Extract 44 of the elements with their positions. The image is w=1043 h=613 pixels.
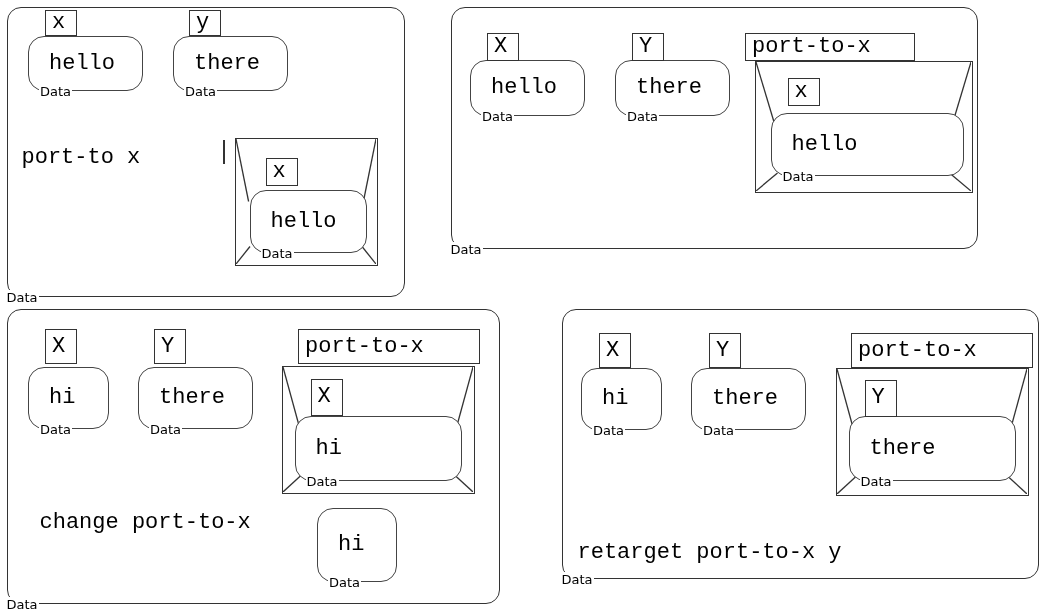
variable-tag: x (265, 157, 298, 186)
type-label: Data (560, 571, 594, 587)
type-label: Data (39, 422, 73, 437)
type-label: Data (592, 423, 626, 438)
variable-tag: port-to-x (851, 333, 1033, 368)
value-text: hello (49, 51, 115, 76)
type-label: Data (449, 241, 483, 257)
value-text: hello (791, 131, 858, 157)
command-text: retarget port-to-x y (577, 539, 842, 565)
type-label: Data (149, 422, 183, 437)
variable-tag: X (45, 329, 77, 364)
variable-tag: X (599, 333, 631, 368)
command-text: change port-to-x (39, 509, 251, 535)
type-label: Data (328, 575, 362, 590)
value-text: hello (491, 75, 557, 100)
value-text: there (869, 435, 936, 461)
value-text: hello (270, 208, 337, 234)
value-text: there (194, 51, 260, 76)
variable-tag: Y (864, 379, 897, 417)
variable-tag: port-to-x (745, 33, 915, 61)
variable-tag: X (310, 378, 343, 416)
variable-tag: port-to-x (298, 329, 480, 364)
type-label: Data (702, 423, 736, 438)
value-text: there (712, 386, 778, 411)
value-text: hi (338, 532, 365, 557)
type-label: Data (184, 84, 218, 99)
value-text: hi (49, 385, 76, 410)
type-label: Data (39, 84, 73, 99)
variable-tag: Y (154, 329, 186, 364)
variable-tag: y (189, 10, 221, 36)
value-text: hi (602, 386, 629, 411)
value-text: there (159, 385, 225, 410)
variable-tag: Y (709, 333, 741, 368)
type-label: Data (5, 289, 39, 305)
value-text: hi (315, 435, 342, 461)
variable-tag: X (487, 33, 519, 61)
variable-tag: x (787, 77, 820, 106)
value-text: there (636, 75, 702, 100)
variable-tag: x (45, 10, 77, 36)
type-label: Data (626, 109, 660, 124)
type-label: Data (481, 109, 515, 124)
type-label: Data (5, 596, 39, 612)
command-text: port-to x (21, 144, 141, 170)
variable-tag: Y (632, 33, 664, 61)
